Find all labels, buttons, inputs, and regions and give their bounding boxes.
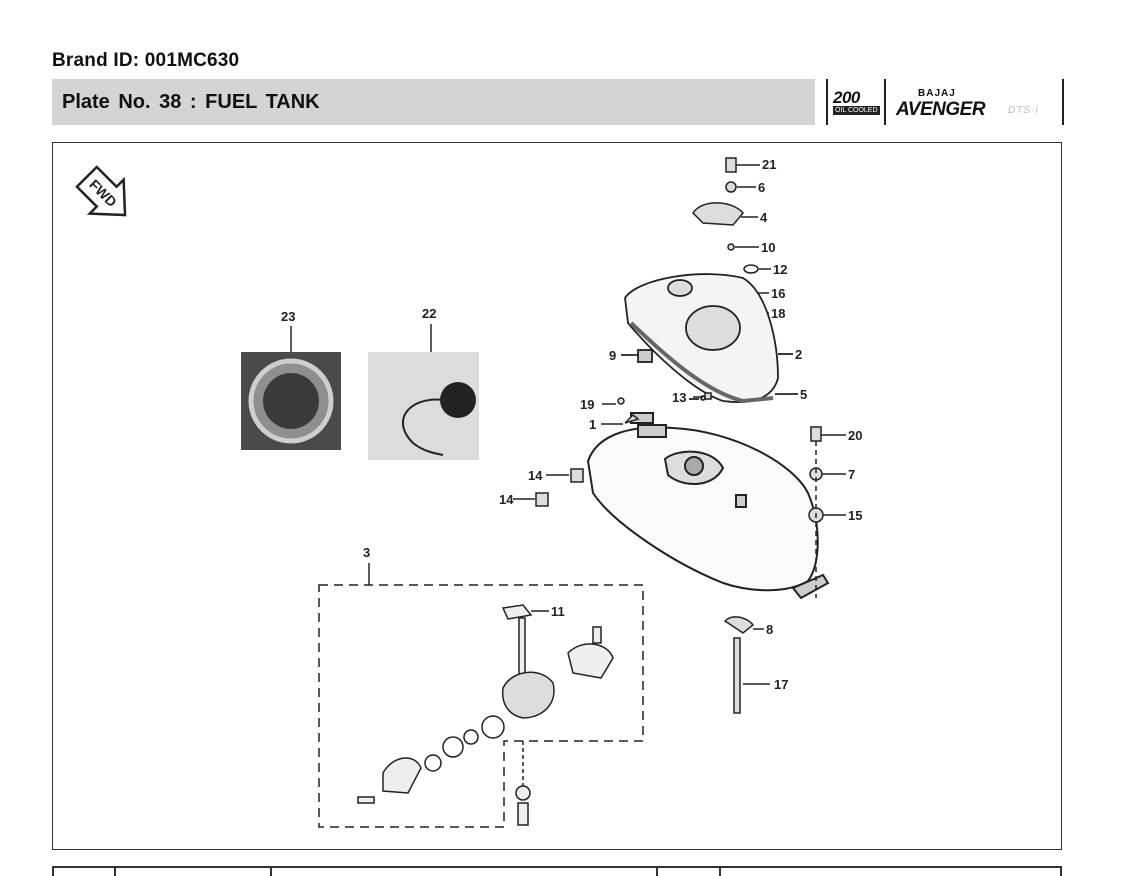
logo-model-number: 200 [833, 88, 860, 107]
plate-title: Plate No. 38 : FUEL TANK [62, 91, 320, 113]
callout-12: 12 [773, 262, 787, 277]
callout-5: 5 [800, 387, 807, 402]
logo-model-name: AVENGER [896, 99, 986, 120]
photo-22 [368, 352, 479, 460]
small-parts [513, 392, 712, 507]
table-col-divider [270, 868, 272, 876]
callout-14: 14 [499, 492, 514, 507]
callout-4: 4 [760, 210, 768, 225]
callout-13: 13 [672, 390, 686, 405]
callout-16: 16 [771, 286, 785, 301]
callout-18: 18 [771, 306, 785, 321]
callout-6: 6 [758, 180, 765, 195]
callout-22: 22 [422, 306, 436, 321]
callout-7: 7 [848, 467, 855, 482]
callout-17: 17 [774, 677, 788, 692]
table-col-divider [656, 868, 658, 876]
fwd-arrow-icon: FWD [75, 165, 127, 217]
logo-model-sub: OIL COOLED [833, 106, 880, 115]
callout-19: 19 [580, 397, 594, 412]
table-col-divider [1060, 868, 1062, 876]
photo-leaders [290, 324, 432, 352]
callout-10: 10 [761, 240, 775, 255]
callout-21: 21 [762, 157, 776, 172]
callout-11: 11 [551, 604, 565, 619]
callout-14: 14 [528, 468, 543, 483]
fuel-cock-assembly [318, 563, 644, 828]
callout-3: 3 [363, 545, 370, 560]
callout-20: 20 [848, 428, 862, 443]
fuel-tank [586, 412, 830, 600]
callout-labels: 21 6 4 10 12 16 18 2 5 9 13 19 1 20 7 15… [281, 157, 862, 692]
diagram-drawing: FWD [75, 157, 862, 828]
logo-divider [1062, 79, 1064, 125]
callout-15: 15 [848, 508, 862, 523]
plate-title-bar: Plate No. 38 : FUEL TANK [52, 79, 815, 125]
callout-9: 9 [609, 348, 616, 363]
table-col-divider [52, 868, 54, 876]
callout-2: 2 [795, 347, 802, 362]
logo-maker: BAJAJ [918, 88, 956, 99]
callout-23: 23 [281, 309, 295, 324]
logo-variant: DTS-i [1008, 105, 1039, 116]
tank-cover [621, 273, 798, 404]
table-col-divider [114, 868, 116, 876]
brand-logo: 200 OIL COOLED BAJAJ AVENGER DTS-i [826, 79, 1064, 125]
parts-table-header [52, 866, 1062, 876]
brand-id: Brand ID: 001MC630 [52, 50, 240, 71]
logo-divider [826, 79, 828, 125]
callout-8: 8 [766, 622, 773, 637]
logo-divider [884, 79, 886, 125]
exploded-diagram: FWD [52, 142, 1062, 850]
photo-23 [241, 352, 341, 450]
right-fasteners [723, 426, 846, 714]
callout-1: 1 [589, 417, 596, 432]
table-col-divider [719, 868, 721, 876]
